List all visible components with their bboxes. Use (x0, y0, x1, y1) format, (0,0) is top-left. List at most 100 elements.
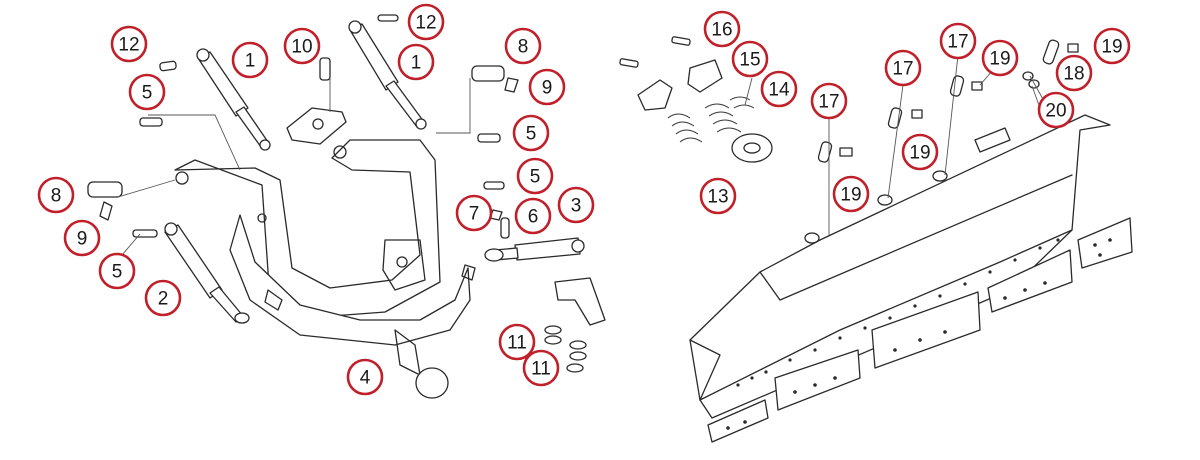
washer-13 (731, 133, 773, 163)
pin-10 (319, 57, 331, 81)
pin-12-right (377, 14, 399, 22)
callout-ring (760, 70, 798, 108)
washer-11e (566, 363, 584, 373)
clip-9-right (504, 77, 519, 93)
washer-11d (569, 351, 587, 361)
callout-number: 5 (526, 124, 537, 145)
washer-11a (544, 325, 562, 335)
callout-12: 12 (110, 25, 148, 63)
spring-clip-pack-14 (667, 96, 755, 143)
pin-17a (817, 141, 833, 163)
callout-8: 8 (37, 176, 75, 214)
callout-number: 6 (528, 207, 539, 228)
callout-9: 9 (528, 68, 566, 106)
callout-number: 14 (768, 80, 790, 101)
washer-11b (544, 335, 562, 345)
link-plate-11 (554, 277, 606, 326)
hinge-lug-3 (932, 170, 948, 182)
hinge-lug-1 (804, 232, 820, 244)
bolt-16 (671, 36, 691, 46)
callout-number: 9 (77, 229, 88, 250)
callout-ring (512, 114, 550, 152)
callout-number: 19 (989, 49, 1010, 70)
callout-5: 5 (98, 252, 136, 290)
callout-number: 2 (158, 289, 169, 310)
callout-ring (110, 25, 148, 63)
callout-number: 5 (112, 262, 123, 283)
frame-stop-right (461, 264, 476, 281)
callout-ring (810, 82, 848, 120)
callout-number: 8 (51, 186, 62, 207)
frame-pivot-right (333, 145, 347, 159)
callout-5: 5 (128, 73, 166, 111)
callout-ring (63, 219, 101, 257)
callout-number: 5 (142, 83, 153, 104)
callout-19: 19 (1093, 27, 1131, 65)
lift-cylinder-left (196, 48, 271, 151)
callout-number: 12 (118, 35, 139, 56)
callout-11: 11 (498, 323, 536, 361)
callout-ring (498, 323, 536, 361)
callout-number: 17 (947, 32, 968, 53)
callout-number: 3 (571, 196, 582, 217)
pin-17c (949, 75, 965, 97)
callout-ring (231, 41, 269, 79)
cutting-edge-holes (726, 238, 1112, 430)
callout-number: 11 (531, 359, 551, 380)
callout-17: 17 (810, 82, 848, 120)
callout-1: 1 (397, 43, 435, 81)
callout-17: 17 (939, 22, 977, 60)
callout-ring (884, 49, 922, 87)
pin-6 (500, 217, 510, 239)
callout-14: 14 (760, 70, 798, 108)
callout-ring (981, 39, 1019, 77)
callout-3: 3 (557, 186, 595, 224)
frame-pivot-left (175, 171, 189, 185)
angle-cylinder-left (164, 222, 250, 324)
callout-number: 13 (707, 187, 728, 208)
callout-2: 2 (144, 279, 182, 317)
callout-10: 10 (283, 27, 321, 65)
callout-17: 17 (884, 49, 922, 87)
callout-number: 11 (507, 333, 527, 354)
callout-13: 13 (699, 177, 737, 215)
callout-ring (407, 3, 445, 41)
hinge-lug-4 (974, 127, 1011, 153)
callout-ring (731, 40, 769, 78)
callout-number: 16 (711, 20, 732, 41)
callout-number: 15 (739, 50, 760, 71)
callout-ring (703, 10, 741, 48)
lift-cylinder-right (348, 20, 427, 130)
callout-number: 17 (892, 59, 913, 80)
pin-5-lower-left (132, 229, 158, 238)
clip-9-left (99, 201, 113, 221)
callout-16: 16 (703, 10, 741, 48)
callout-number: 1 (411, 53, 422, 74)
push-frame-lower-beam (229, 214, 471, 346)
bolt-16b (619, 58, 639, 68)
callout-number: 1 (245, 51, 256, 72)
callout-number: 20 (1045, 101, 1066, 122)
callout-ring (832, 175, 870, 213)
callout-number: 4 (360, 368, 371, 389)
callout-19: 19 (901, 133, 939, 171)
bushing-8-left (87, 181, 123, 198)
mount-plate-10 (286, 107, 347, 145)
hinge-lug-2 (877, 194, 893, 206)
spring-bracket-15a (637, 79, 673, 111)
callout-ring (504, 27, 542, 65)
callout-9: 9 (63, 219, 101, 257)
callout-number: 12 (415, 13, 436, 34)
callout-8: 8 (504, 27, 542, 65)
callout-ring (397, 43, 435, 81)
blade-bottom-edge (699, 229, 1073, 419)
washer-11c (569, 340, 587, 350)
washer-20b (1028, 79, 1040, 89)
callout-ring (939, 22, 977, 60)
blade-end-plate (689, 339, 721, 401)
callout-ring (346, 358, 384, 396)
callout-number: 18 (1063, 64, 1084, 85)
pin-5-top-left (139, 117, 163, 127)
